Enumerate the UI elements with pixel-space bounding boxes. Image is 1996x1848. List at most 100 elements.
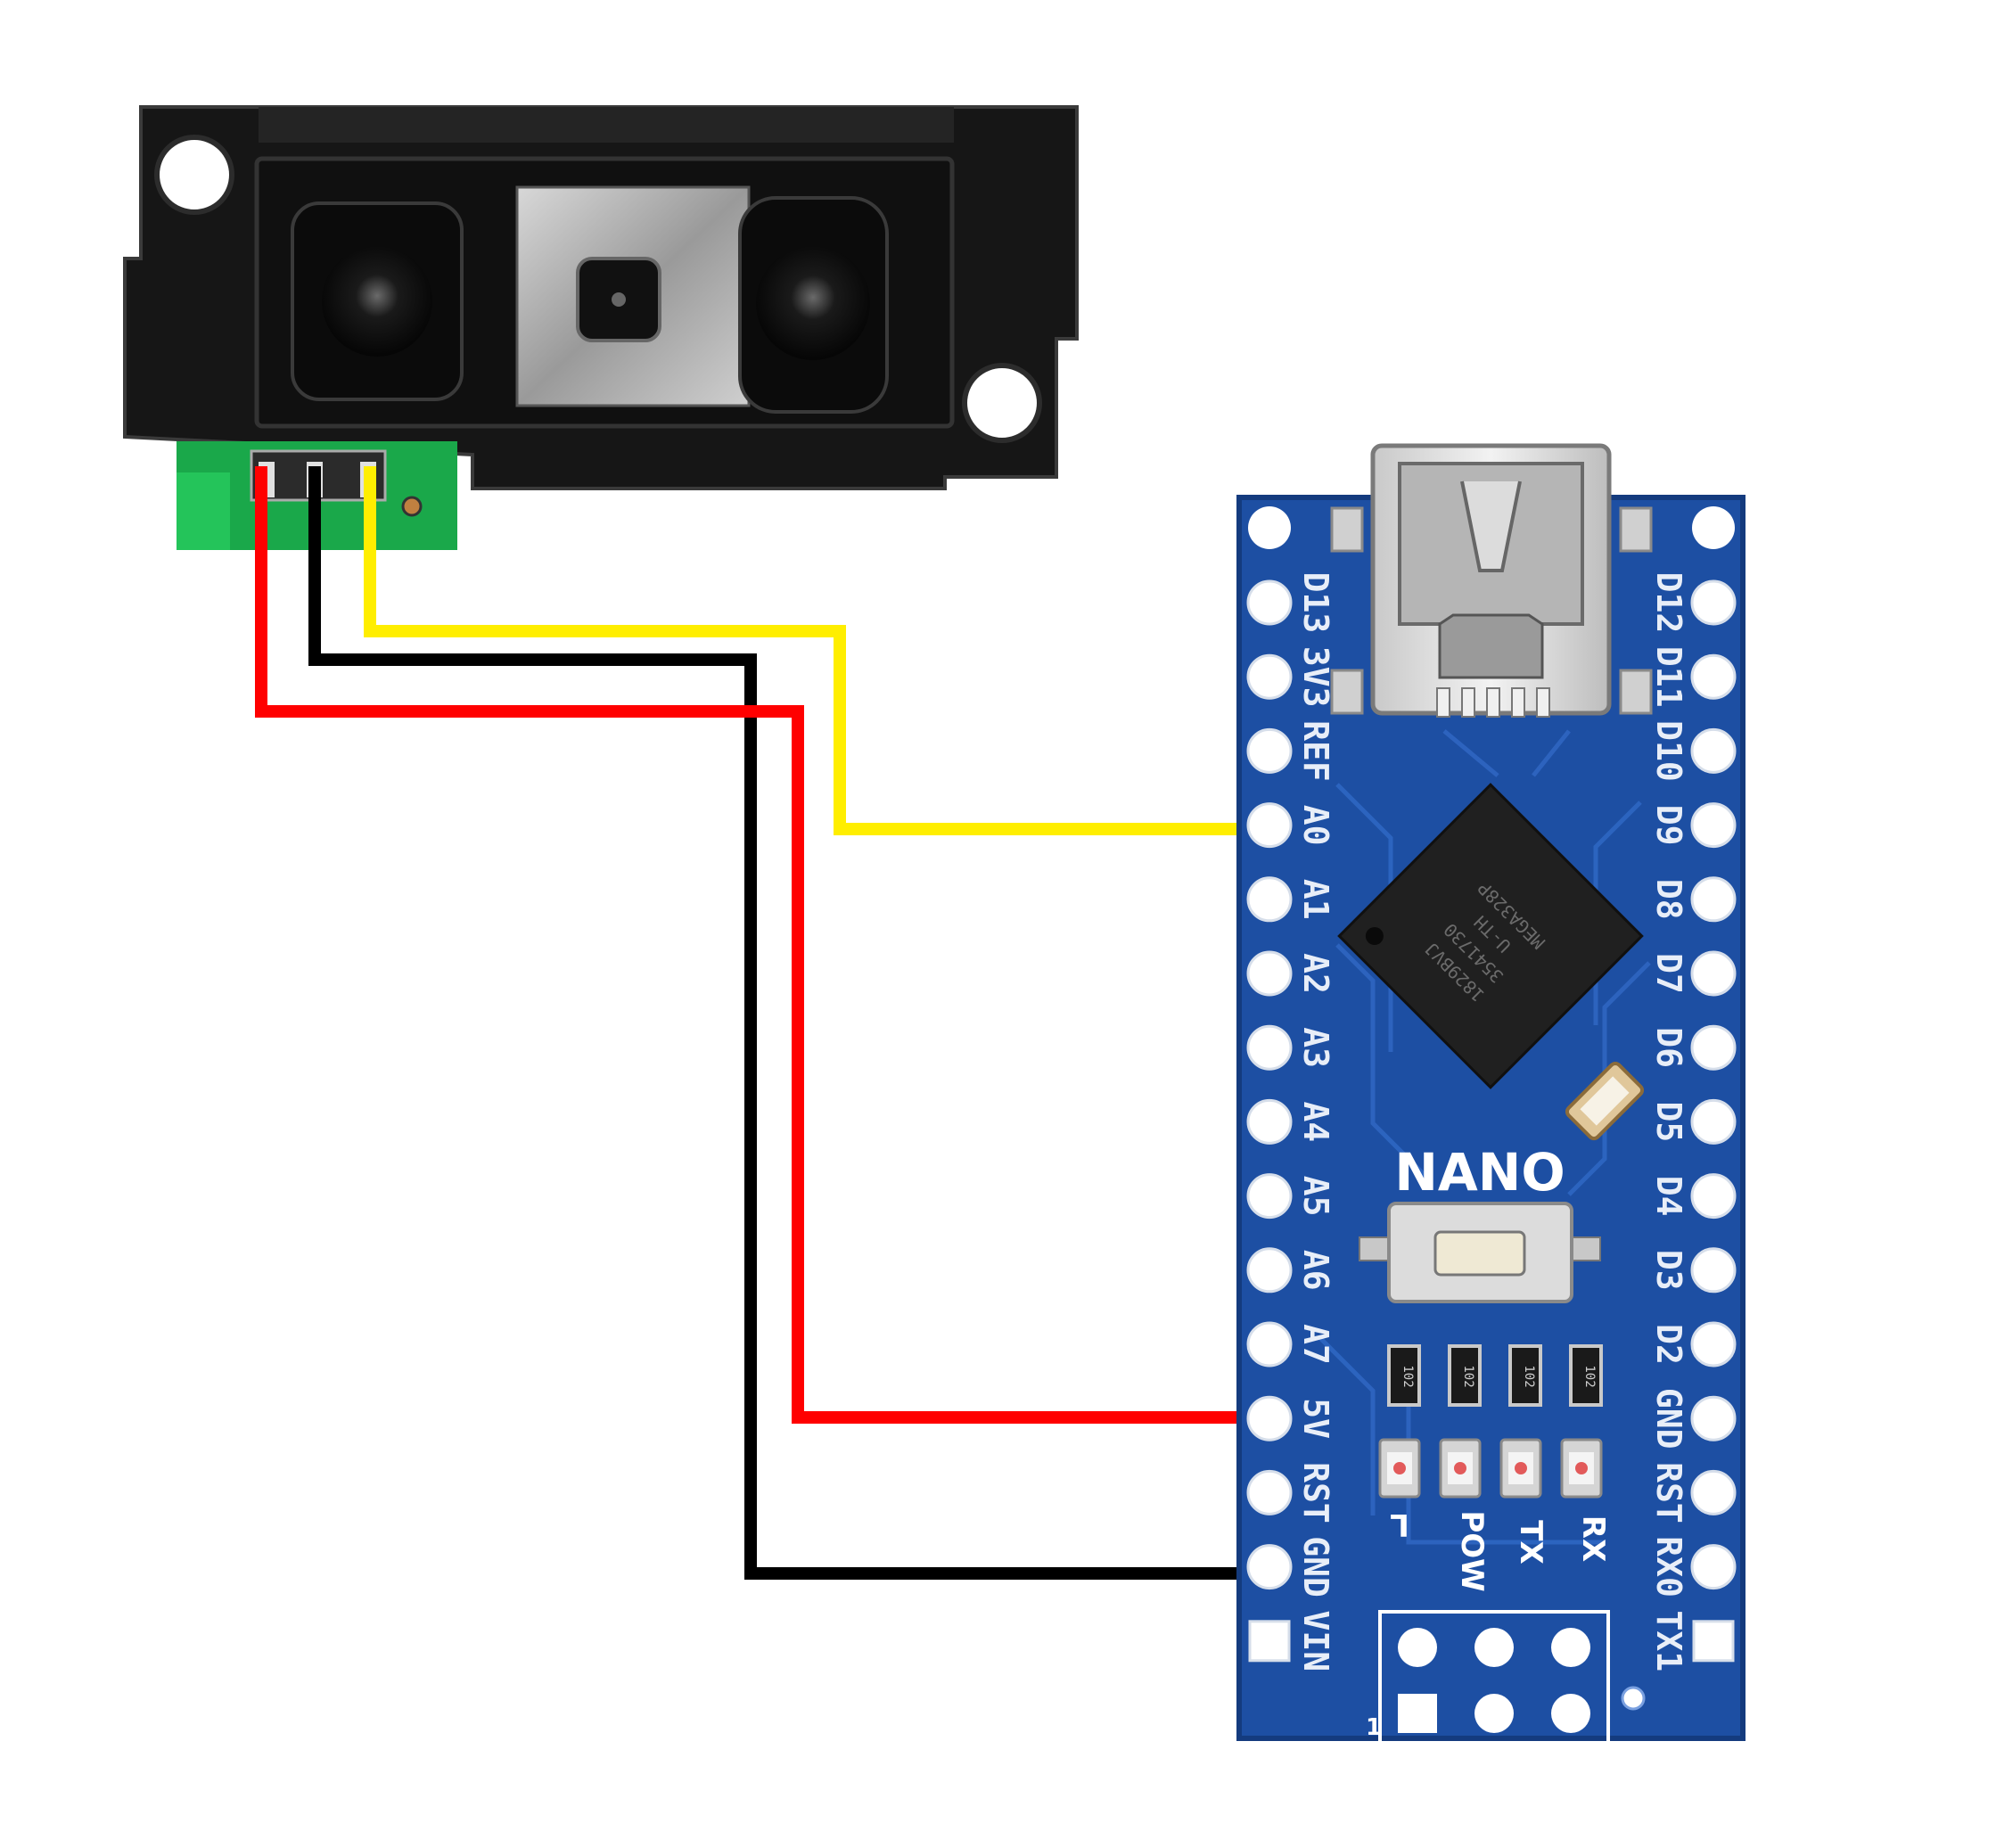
sensor-pcb-shade [177, 472, 230, 550]
wire-signal-yellow[interactable] [364, 466, 1270, 835]
left-pin-gnd[interactable] [1246, 1544, 1293, 1590]
left-pin-label: A4 [1296, 1102, 1335, 1143]
sensor-detector-dot [612, 292, 626, 307]
usb-pad-br [1619, 669, 1653, 715]
left-pin-5v[interactable] [1246, 1395, 1293, 1441]
led-label-tx: TX [1513, 1520, 1548, 1564]
left-pin-3v3[interactable] [1246, 653, 1293, 700]
resistor: 102 [1448, 1344, 1482, 1407]
left-pin-label: A3 [1296, 1027, 1335, 1068]
left-pin-a6[interactable] [1246, 1247, 1293, 1294]
right-pin-d10[interactable] [1690, 727, 1737, 774]
resistor-label: 102 [1400, 1365, 1415, 1387]
icsp-pin-1[interactable] [1398, 1694, 1437, 1733]
right-pin-d6[interactable] [1690, 1024, 1737, 1071]
left-pin-rst[interactable] [1246, 1469, 1293, 1515]
usb-pad-bl [1330, 669, 1364, 715]
right-pin-d11[interactable] [1690, 653, 1737, 700]
icsp-pin[interactable] [1398, 1628, 1437, 1667]
atmega328p-chip: MEGA328P U-TH 3541730 1829BVJ [1337, 783, 1644, 1089]
wire-gnd-black[interactable] [308, 466, 1270, 1580]
right-pin-d9[interactable] [1690, 802, 1737, 849]
right-pin-d2[interactable] [1690, 1321, 1737, 1368]
right-pin-label: TX1 [1649, 1610, 1688, 1671]
right-pin-label: D2 [1649, 1324, 1688, 1365]
icsp-pin[interactable] [1474, 1628, 1514, 1667]
reset-button[interactable] [1359, 1202, 1601, 1303]
left-pin-d13[interactable] [1246, 579, 1293, 626]
left-pin-label: RST [1296, 1462, 1335, 1524]
sensor-pcb-via [401, 496, 423, 517]
right-pin-d5[interactable] [1690, 1098, 1737, 1145]
left-pin-label: REF [1296, 720, 1335, 782]
right-pin-rx0[interactable] [1690, 1544, 1737, 1590]
right-pin-label: RX0 [1649, 1536, 1688, 1597]
left-pin-vin[interactable] [1248, 1620, 1291, 1663]
right-pin-rst[interactable] [1690, 1469, 1737, 1515]
left-pin-label: A7 [1296, 1324, 1335, 1365]
nano-brand-label: NANO [1394, 1142, 1565, 1203]
left-pin-label: VIN [1296, 1610, 1335, 1671]
led-pow [1439, 1438, 1482, 1499]
left-pin-label: A5 [1296, 1176, 1335, 1217]
left-pin-label: D13 [1296, 572, 1335, 634]
left-pin-label: A0 [1296, 805, 1335, 846]
sensor-emitter-lens [322, 246, 432, 357]
chip-pin1-marker [1365, 927, 1384, 946]
right-pin-tx1[interactable] [1692, 1620, 1735, 1663]
left-pin-label: 3V3 [1296, 646, 1335, 708]
mini-usb-port[interactable] [1330, 443, 1653, 718]
right-pin-d7[interactable] [1690, 950, 1737, 997]
led-tx [1499, 1438, 1542, 1499]
left-pin-label: 5V [1296, 1398, 1335, 1439]
board-corner-hole [1248, 506, 1291, 549]
reset-button-cap [1433, 1230, 1526, 1277]
left-pin-label: A2 [1296, 953, 1335, 994]
icsp-pin[interactable] [1551, 1628, 1590, 1667]
icsp-pin[interactable] [1474, 1694, 1514, 1733]
led-label-rx: RX [1575, 1515, 1611, 1562]
led-label-pow: POW [1454, 1510, 1490, 1591]
right-pin-d8[interactable] [1690, 876, 1737, 923]
right-pin-label: D11 [1649, 646, 1688, 708]
right-pin-d3[interactable] [1690, 1247, 1737, 1294]
left-pin-ref[interactable] [1246, 727, 1293, 774]
sensor-mount-hole-left [154, 135, 234, 215]
chip-package [1337, 783, 1644, 1089]
usb-contacts [1436, 687, 1550, 718]
right-pin-label: D3 [1649, 1250, 1688, 1291]
crystal [1565, 1061, 1645, 1141]
wire-vcc-red[interactable] [255, 466, 1270, 1424]
usb-pad-tr [1619, 506, 1653, 553]
left-pin-a2[interactable] [1246, 950, 1293, 997]
right-pin-label: D6 [1649, 1027, 1688, 1068]
icsp-header: 1 [1366, 1610, 1610, 1745]
left-pin-a7[interactable] [1246, 1321, 1293, 1368]
left-pin-a3[interactable] [1246, 1024, 1293, 1071]
board-fiducial [1621, 1686, 1646, 1711]
right-pin-d12[interactable] [1690, 579, 1737, 626]
right-pin-gnd[interactable] [1690, 1395, 1737, 1441]
right-pin-label: D10 [1649, 720, 1688, 782]
icsp-pin[interactable] [1551, 1694, 1590, 1733]
resistor: 102 [1569, 1344, 1603, 1407]
led-l [1378, 1438, 1421, 1499]
left-pin-a0[interactable] [1246, 802, 1293, 849]
right-pin-label: D8 [1649, 879, 1688, 920]
resistors: 102 102 102 102 [1387, 1344, 1603, 1407]
resistor: 102 [1387, 1344, 1421, 1407]
right-pin-label: RST [1649, 1462, 1688, 1524]
led-label-l: L [1390, 1507, 1409, 1542]
left-pin-a1[interactable] [1246, 876, 1293, 923]
right-pin-label: D9 [1649, 805, 1688, 846]
right-pin-d4[interactable] [1690, 1173, 1737, 1220]
wires [255, 466, 1270, 1580]
right-pin-label: D7 [1649, 953, 1688, 994]
sensor-receiver-lens [756, 246, 870, 360]
usb-pad-tl [1330, 506, 1364, 553]
left-pin-a4[interactable] [1246, 1098, 1293, 1145]
left-pin-a5[interactable] [1246, 1173, 1293, 1220]
status-leds [1378, 1438, 1603, 1499]
